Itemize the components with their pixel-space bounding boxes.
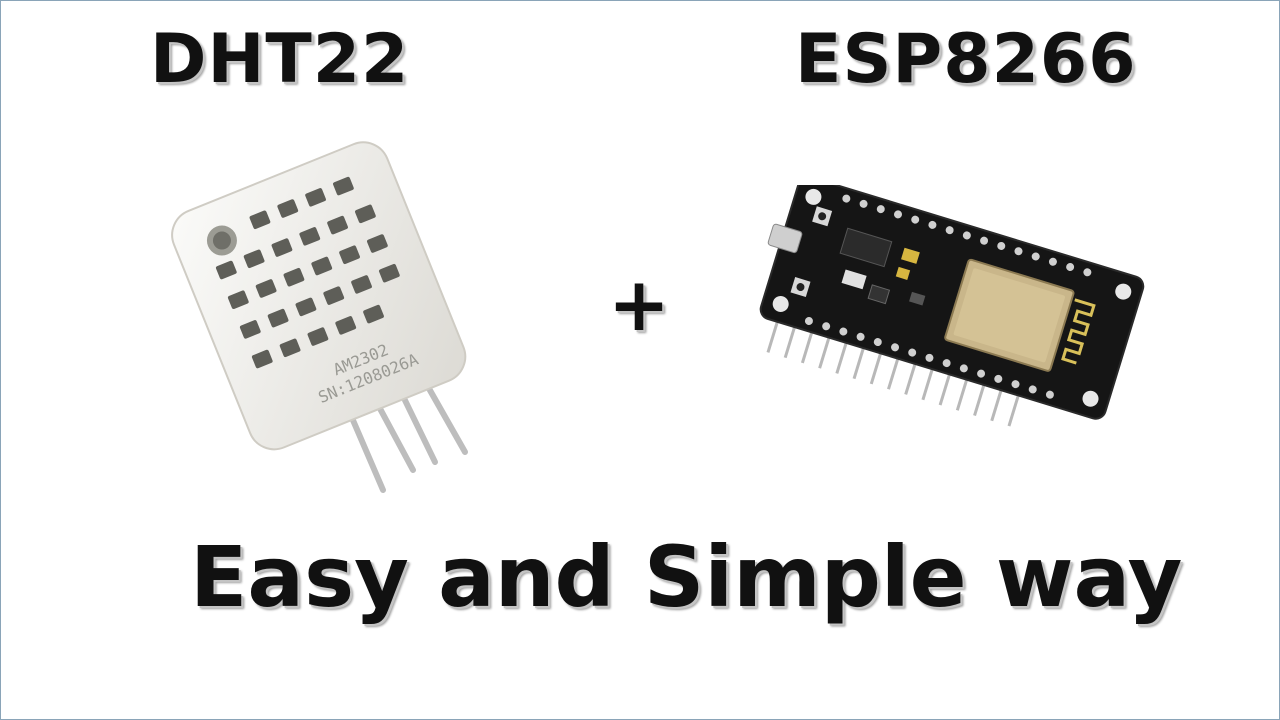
esp8266-title: ESP8266: [795, 20, 1137, 99]
dht22-sensor-image: AM2302 SN:1208026A: [171, 141, 468, 493]
tagline-text: Easy and Simple way: [190, 528, 1183, 626]
esp8266-board-image: [759, 185, 1145, 427]
plus-sign: +: [608, 262, 672, 348]
dht22-title: DHT22: [150, 20, 410, 99]
